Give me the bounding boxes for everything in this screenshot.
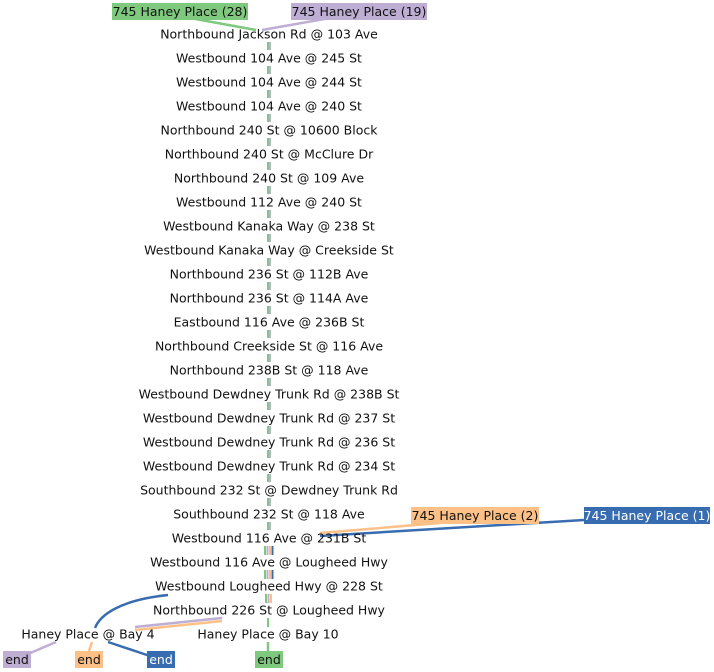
- end-tag-orange-text: end: [77, 652, 101, 667]
- route-tag-green-background: [112, 3, 248, 20]
- stop-label: Northbound Creekside St @ 116 Ave: [155, 339, 383, 354]
- stop-label: Northbound 240 St @ McClure Dr: [165, 147, 374, 162]
- end-tag-purple: end: [3, 651, 31, 668]
- end-tag-orange-background: [75, 651, 103, 668]
- start-connector-blue: [319, 518, 585, 538]
- start-connector-orange: [319, 521, 441, 535]
- end-tag-blue: end: [147, 651, 175, 668]
- route-tag-green-text: 745 Haney Place (28): [113, 4, 248, 19]
- stop-label: Southbound 232 St @ 118 Ave: [173, 507, 365, 522]
- end-tag-green-background: [255, 651, 283, 668]
- route-branch-blue: [93, 593, 169, 629]
- stop-label: Westbound 112 Ave @ 240 St: [176, 195, 362, 210]
- route-tags: 745 Haney Place (28) 745 Haney Place (19)…: [3, 3, 710, 668]
- stop-label: Haney Place @ Bay 10: [197, 627, 338, 642]
- route-tag-orange-text: 745 Haney Place (2): [412, 508, 539, 523]
- stop-label: Northbound 236 St @ 114A Ave: [170, 291, 369, 306]
- stop-label: Southbound 232 St @ Dewdney Trunk Rd: [140, 483, 398, 498]
- route-branch-purple: [134, 616, 223, 629]
- stop-label: Westbound Kanaka Way @ Creekside St: [144, 243, 394, 258]
- end-tag-orange: end: [75, 651, 103, 668]
- stop-label: Northbound Jackson Rd @ 103 Ave: [160, 27, 378, 42]
- stop-label: Westbound Dewdney Trunk Rd @ 237 St: [143, 411, 395, 426]
- end-tag-blue-text: end: [149, 652, 173, 667]
- route-tag-purple-text: 745 Haney Place (19): [292, 4, 427, 19]
- route-branch-orange: [134, 619, 223, 632]
- stop-label: Westbound Dewdney Trunk Rd @ 238B St: [139, 387, 400, 402]
- end-connector-blue: [107, 640, 151, 658]
- route-tag-green: 745 Haney Place (28): [112, 3, 248, 20]
- route-tag-orange-background: [411, 507, 539, 524]
- stop-labels: Northbound Jackson Rd @ 103 AveWestbound…: [21, 27, 399, 642]
- stop-label: Haney Place @ Bay 4: [21, 627, 154, 642]
- stop-label: Eastbound 116 Ave @ 236B St: [174, 315, 365, 330]
- stop-label: Westbound Dewdney Trunk Rd @ 236 St: [143, 435, 395, 450]
- route-tag-purple-background: [291, 3, 427, 20]
- stop-label: Westbound 104 Ave @ 245 St: [176, 51, 362, 66]
- route-tag-blue-text: 745 Haney Place (1): [584, 508, 711, 523]
- end-tag-blue-background: [147, 651, 175, 668]
- stop-label: Westbound Dewdney Trunk Rd @ 234 St: [143, 459, 395, 474]
- route-tag-blue: 745 Haney Place (1): [584, 507, 711, 524]
- end-tag-purple-text: end: [5, 652, 29, 667]
- stop-label: Westbound 104 Ave @ 244 St: [176, 75, 362, 90]
- stop-label: Westbound Lougheed Hwy @ 228 St: [155, 579, 383, 594]
- end-tag-purple-background: [3, 651, 31, 668]
- stop-label: Westbound Kanaka Way @ 238 St: [163, 219, 375, 234]
- stop-label: Northbound 236 St @ 112B Ave: [170, 267, 369, 282]
- stop-label: Westbound 116 Ave @ 231B St: [172, 531, 367, 546]
- route-tag-purple: 745 Haney Place (19): [291, 3, 427, 20]
- stop-label: Northbound 226 St @ Lougheed Hwy: [153, 603, 385, 618]
- stop-label: Westbound 104 Ave @ 240 St: [176, 99, 362, 114]
- stop-label: Northbound 238B St @ 118 Ave: [170, 363, 369, 378]
- route-tag-orange: 745 Haney Place (2): [411, 507, 539, 524]
- route-tag-blue-background: [584, 507, 710, 524]
- end-connector-purple: [27, 640, 57, 656]
- end-tag-green-text: end: [257, 652, 281, 667]
- stop-label: Northbound 240 St @ 10600 Block: [161, 123, 379, 138]
- stop-label: Westbound 116 Ave @ Lougheed Hwy: [150, 555, 388, 570]
- stop-label: Northbound 240 St @ 109 Ave: [174, 171, 364, 186]
- end-tag-green: end: [255, 651, 283, 668]
